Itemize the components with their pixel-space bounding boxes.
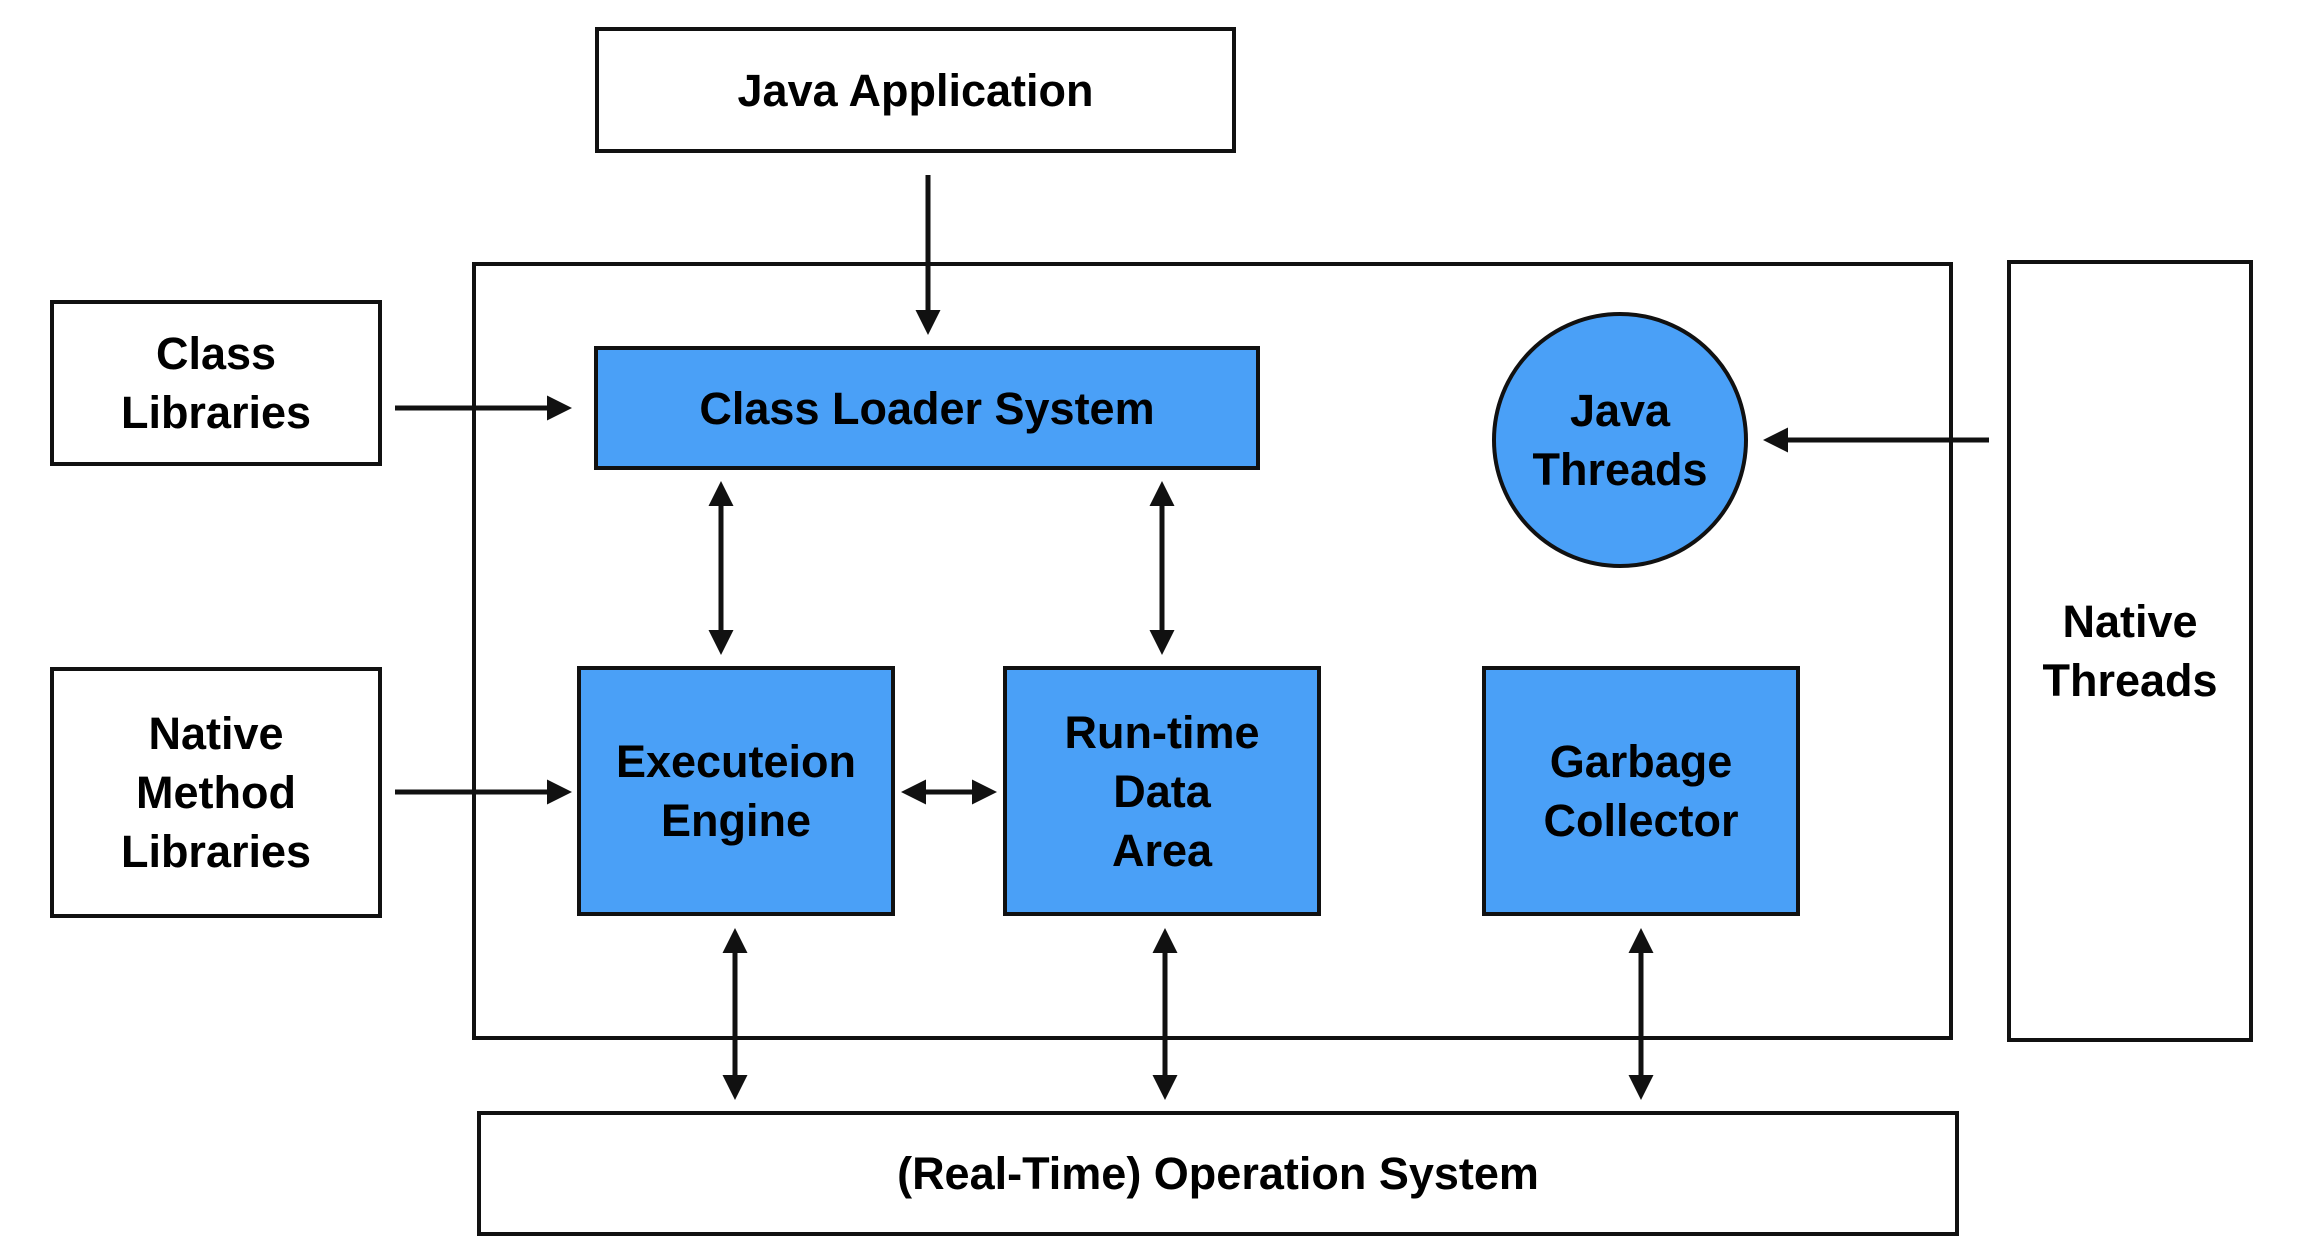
node-execution-engine: Executeion Engine — [577, 666, 895, 916]
node-label: Run-time Data Area — [1064, 706, 1260, 876]
node-class-libraries: Class Libraries — [50, 300, 382, 466]
node-label: (Real-Time) Operation System — [897, 1148, 1539, 1199]
node-label: Class Libraries — [120, 328, 312, 438]
node-label: Native Threads — [2042, 596, 2218, 706]
node-label: Java Threads — [1532, 385, 1708, 495]
node-operation-system: (Real-Time) Operation System — [477, 1111, 1959, 1236]
node-native-method-libraries: Native Method Libraries — [50, 667, 382, 918]
node-garbage-collector: Garbage Collector — [1482, 666, 1800, 916]
node-runtime-data-area: Run-time Data Area — [1003, 666, 1321, 916]
node-java-application: Java Application — [595, 27, 1236, 153]
node-label: Native Method Libraries — [120, 708, 312, 877]
node-class-loader-system: Class Loader System — [594, 346, 1260, 470]
node-label: Java Application — [737, 64, 1094, 116]
node-label: Garbage Collector — [1543, 736, 1739, 846]
node-label: Class Loader System — [699, 382, 1155, 434]
jvm-container — [472, 262, 1953, 1040]
node-java-threads: Java Threads — [1492, 312, 1748, 568]
node-label: Executeion Engine — [615, 736, 857, 846]
node-native-threads: Native Threads — [2007, 260, 2253, 1042]
